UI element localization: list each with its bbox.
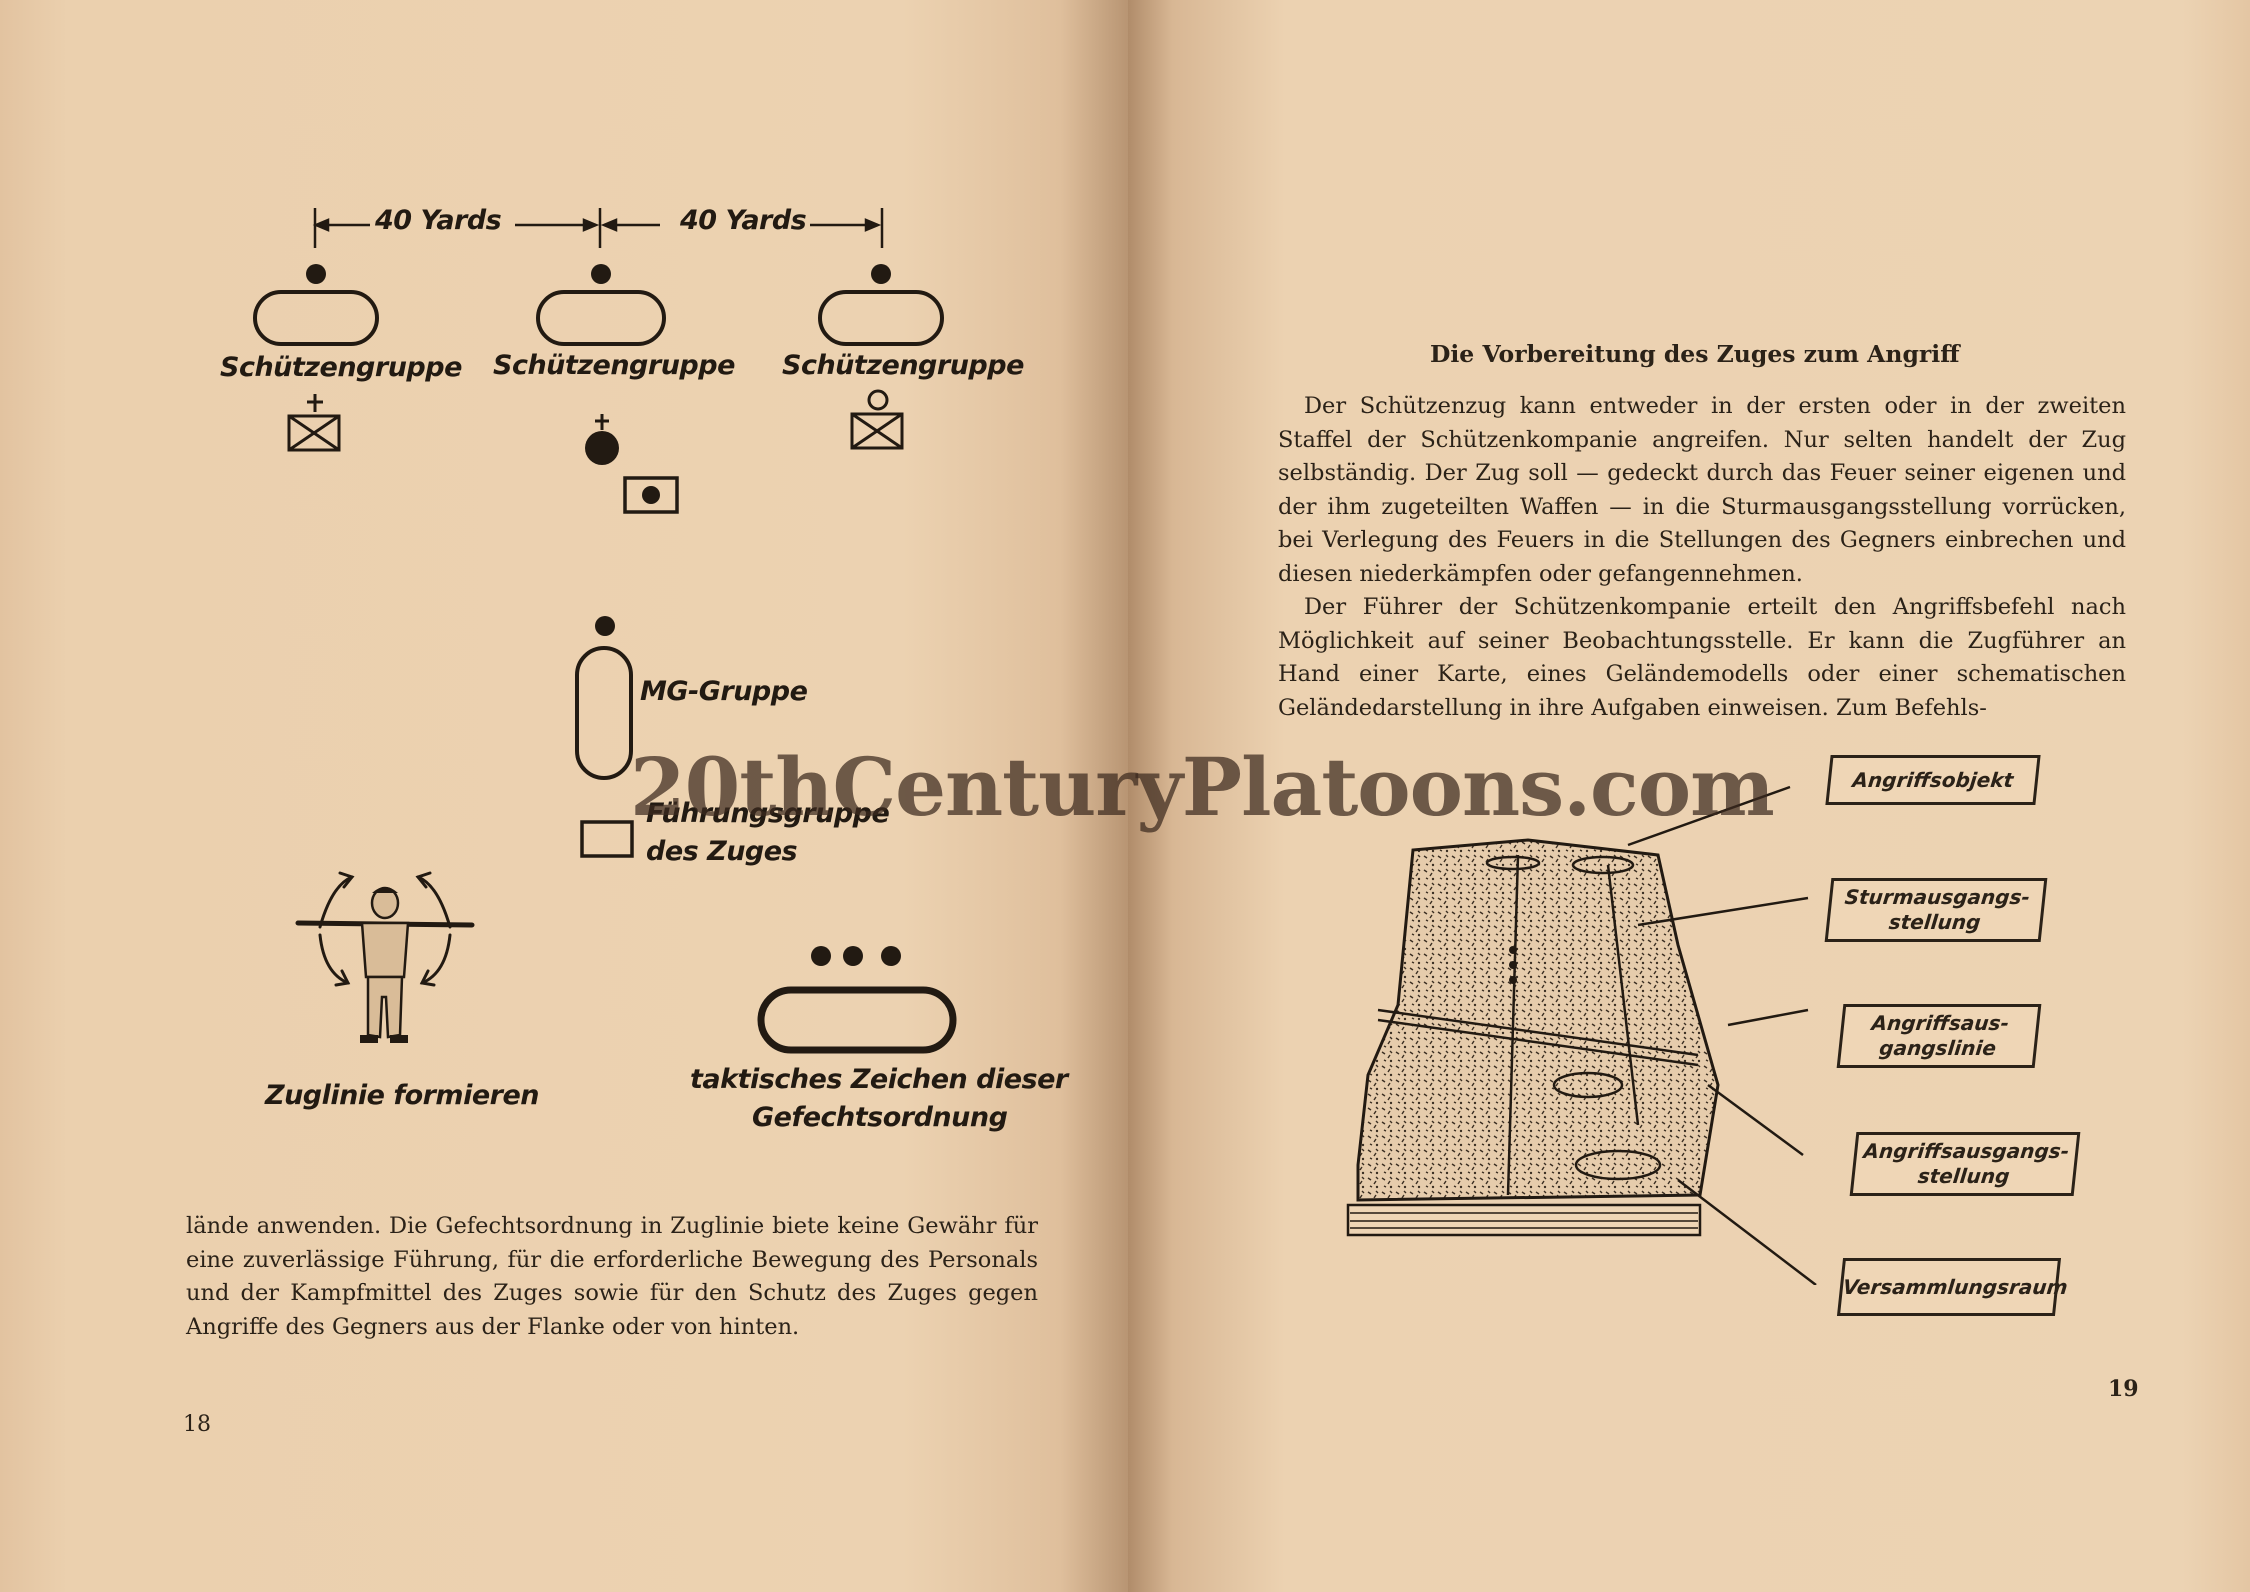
left-body-text: lände anwenden. Die Gefechtsordnung in Z… [186, 1210, 1038, 1344]
tactical-sign-symbol [757, 946, 957, 1054]
callout-sturmausgangsstellung: Sturmausgangs- stellung [1824, 878, 2048, 942]
mg-group-label: MG-Gruppe [640, 676, 808, 707]
callout-angriffsausgangsstellung: Angriffsausgangs- stellung [1849, 1132, 2081, 1196]
watermark-text: 20thCenturyPlatoons.com [630, 740, 1775, 834]
terrain-model-illustration [1346, 838, 1720, 1237]
callout-angriffsausgangslinie: Angriffsaus- gangslinie [1836, 1004, 2042, 1068]
callout-stellung-line2: stellung [1916, 1164, 2011, 1188]
distance-label-2: 40 Yards [680, 205, 807, 236]
callout-stellung-line1: Angriffsausgangs- [1862, 1139, 2071, 1163]
command-group-label-line2: des Zuges [646, 836, 798, 867]
command-post-icon [623, 476, 679, 514]
callout-leader-lines [1627, 785, 1817, 1285]
callout-angriffsobjekt-label: Angriffsobjekt [1851, 768, 2015, 792]
right-page-number: 19 [2108, 1376, 2139, 1402]
callout-versammlungsraum: Versammlungsraum [1836, 1258, 2069, 1316]
tactical-caption-line2: Gefechtsordnung [752, 1102, 1008, 1133]
left-page: 40 Yards 40 Yards Schützengruppe Schütze… [0, 0, 1128, 1592]
squad-label-2: Schützengruppe [493, 350, 735, 381]
section-heading: Die Vorbereitung des Zuges zum Angriff [1430, 340, 1960, 368]
figure-caption: Zuglinie formieren [265, 1080, 540, 1111]
squad-symbol-1 [253, 264, 379, 346]
command-group-label-line1: Führungsgruppe [646, 798, 890, 829]
command-group-symbol [580, 820, 634, 858]
platoon-leader-icon [585, 414, 619, 465]
squad-label-1: Schützengruppe [220, 352, 462, 383]
callout-angriffsobjekt: Angriffsobjekt [1825, 755, 2041, 805]
callout-versammlungsraum-label: Versammlungsraum [1841, 1275, 2069, 1299]
left-paragraph: lände anwenden. Die Gefechtsordnung in Z… [186, 1213, 1038, 1340]
squad-symbol-3 [818, 264, 944, 346]
distance-dimension-lines [312, 208, 884, 248]
tactical-caption-line1: taktisches Zeichen dieser [690, 1064, 1068, 1095]
right-paragraph-2: Der Führer der Schützenkompanie erteilt … [1278, 594, 2126, 721]
left-page-number: 18 [183, 1412, 211, 1437]
callout-sturm-line1: Sturmausgangs- [1843, 885, 2032, 909]
squad-leader-circle-icon [850, 389, 904, 450]
right-page: Die Vorbereitung des Zuges zum Angriff D… [1128, 0, 2250, 1592]
signalling-soldier-illustration [295, 871, 475, 1043]
mg-group-symbol [575, 616, 633, 780]
callout-sturm-line2: stellung [1887, 910, 1982, 934]
squad-leader-cross-icon [287, 394, 341, 452]
squad-symbol-2 [536, 264, 666, 346]
squad-label-3: Schützengruppe [782, 350, 1024, 381]
right-paragraph-1: Der Schützenzug kann entweder in der ers… [1278, 393, 2126, 587]
distance-label-1: 40 Yards [375, 205, 502, 236]
callout-linie-line2: gangslinie [1878, 1036, 1998, 1060]
callout-linie-line1: Angriffsaus- [1870, 1011, 2011, 1035]
right-body-text: Der Schützenzug kann entweder in der ers… [1278, 390, 2126, 725]
